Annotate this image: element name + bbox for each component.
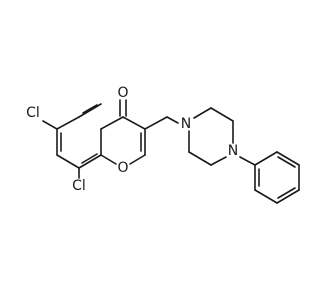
bond-ph2-ph3-inner [277, 156, 296, 168]
bond-c4a-c4 [100, 116, 124, 130]
bond-ph1-ph2 [254, 151, 278, 166]
bond-c5-c6 [56, 116, 80, 130]
bond-c3-ch2 [144, 116, 168, 130]
piperazine-ring [188, 107, 234, 166]
bond-n1-c2p [193, 107, 212, 119]
atom-label-o4: O [117, 85, 128, 101]
atom-label-cl6: Cl [26, 105, 40, 121]
bond-n4-c5p [210, 156, 227, 166]
atom-label-n4: N [228, 143, 238, 159]
bond-n4-phenyl [239, 156, 256, 166]
bond-c8-c8a [78, 154, 102, 169]
bond-ph2-ph3 [276, 151, 300, 166]
atom-label-o1: O [117, 160, 128, 176]
bond-c6-cl [42, 120, 58, 130]
bond-o1-c8a [100, 154, 117, 165]
bond-c2p-c3p [210, 107, 234, 122]
carbonyl [119, 99, 127, 117]
atom-label-n1: N [181, 116, 191, 132]
atom-label-cl8: Cl [72, 178, 86, 194]
bond-c2-o1 [129, 154, 146, 165]
structure-diagram: Cl Cl O O N N [26, 85, 300, 204]
bond-ph4-ph5-inner [277, 187, 296, 199]
bond-ph4-ph5 [276, 189, 300, 204]
phenyl-ring [254, 151, 300, 204]
bond-c8-c8a-inner [81, 153, 98, 164]
bond-c5p-c6p [188, 151, 212, 166]
bond-ph5-ph6 [254, 189, 278, 204]
bond-c4a-c5 [78, 103, 102, 118]
bond-ch2-n [166, 116, 179, 124]
bond-c4-c3 [122, 116, 146, 130]
bond-c7-c8 [56, 154, 80, 169]
bond-c4a-c5-inner [82, 104, 98, 114]
benzo-ring [56, 103, 102, 169]
pyranone-ring [100, 116, 146, 165]
